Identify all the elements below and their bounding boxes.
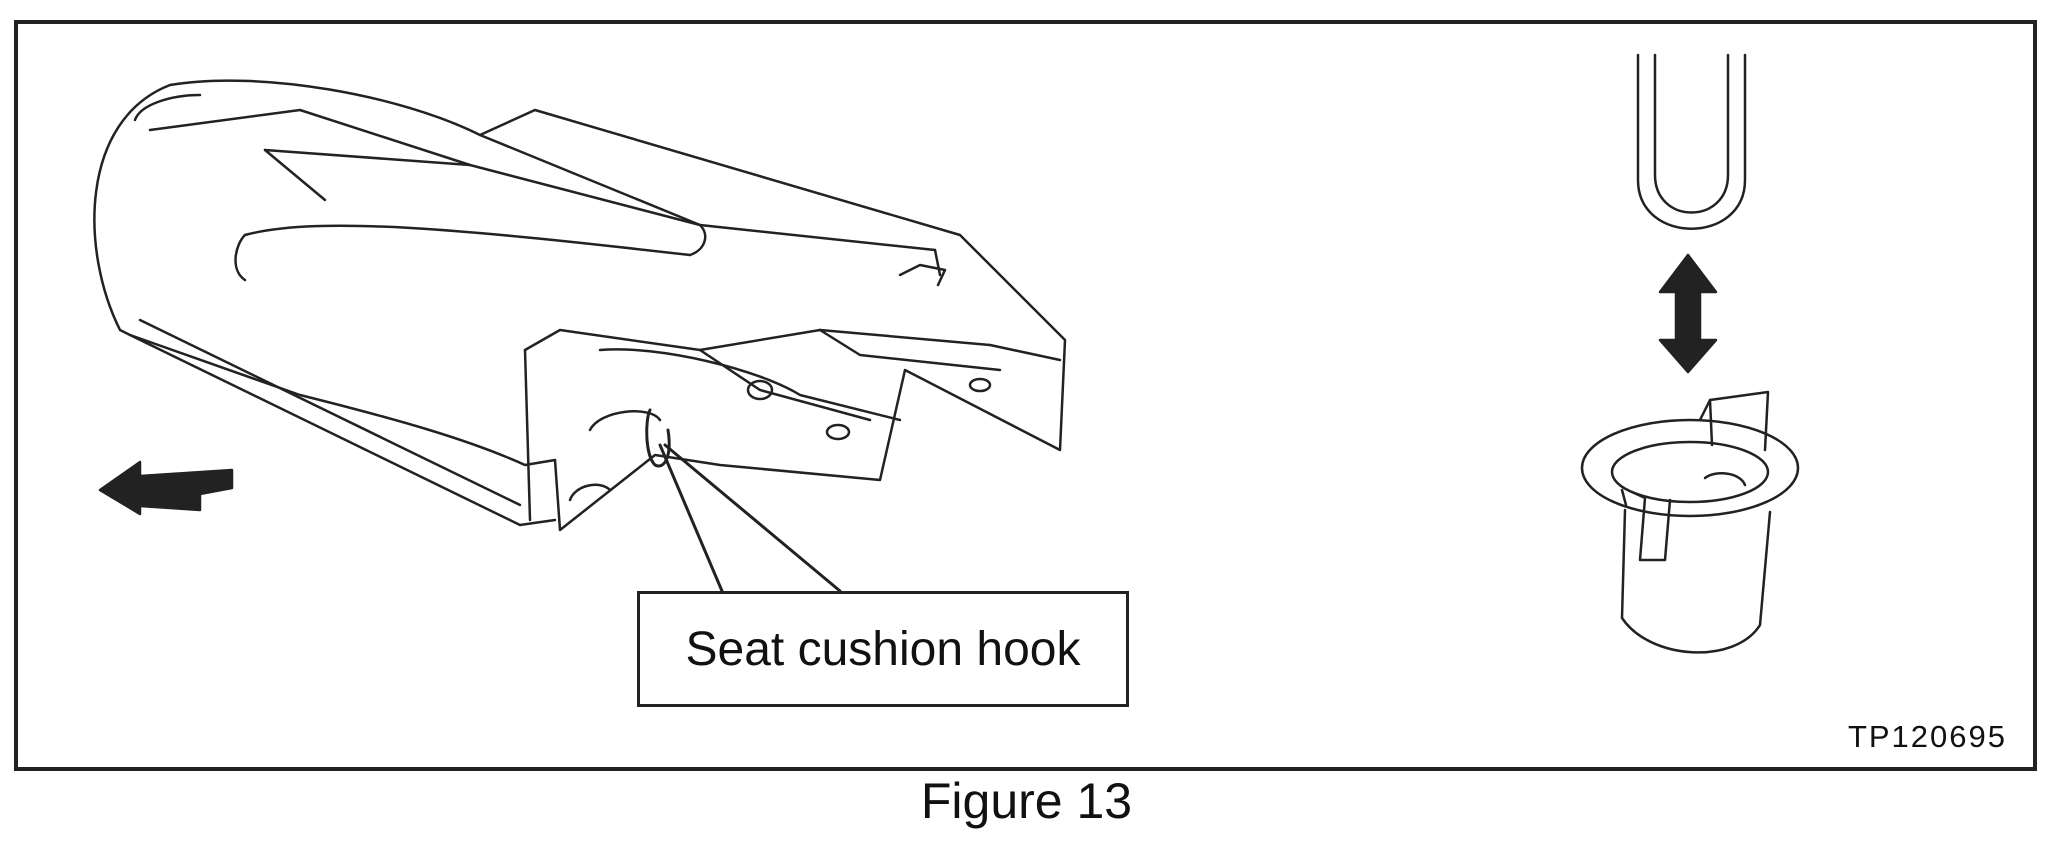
double-arrow-icon bbox=[1658, 253, 1718, 374]
retainer-clip-drawing bbox=[1580, 390, 1800, 654]
direction-arrow-icon bbox=[98, 460, 234, 516]
reference-code: TP120695 bbox=[1847, 719, 2007, 754]
hook-detail-drawing bbox=[1636, 53, 1747, 230]
seat-cushion-drawing bbox=[93, 79, 1067, 532]
callout-leader bbox=[658, 443, 842, 593]
figure-caption: Figure 13 bbox=[920, 773, 1133, 829]
seat-cushion-hook-callout: Seat cushion hook bbox=[637, 591, 1129, 707]
